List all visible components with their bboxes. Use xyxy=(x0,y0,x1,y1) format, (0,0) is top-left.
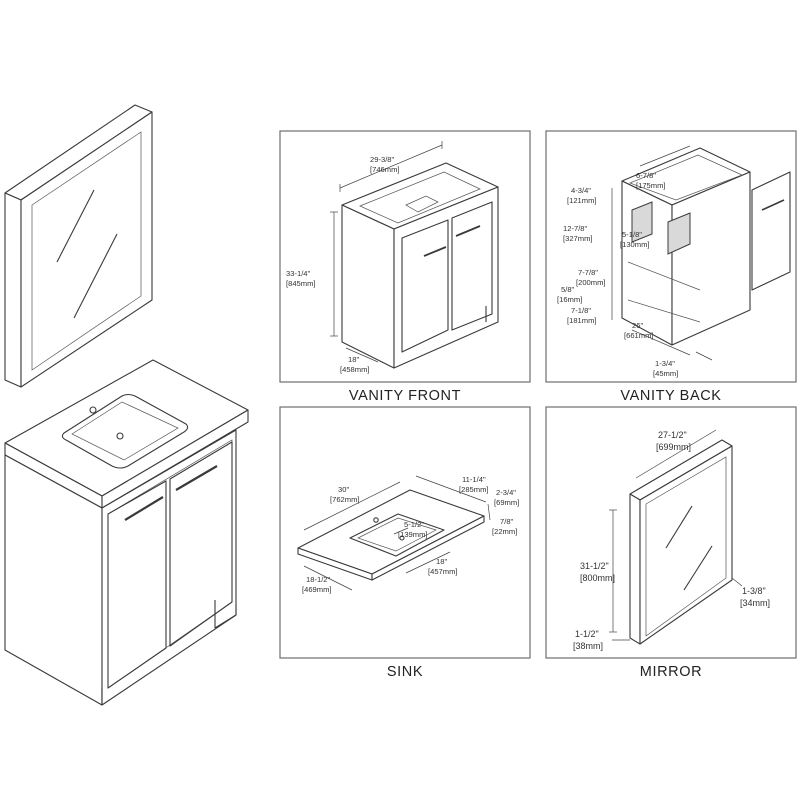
sink-depth-in: 11-1/4" xyxy=(462,475,486,484)
vanity-front-title: VANITY FRONT xyxy=(349,388,461,404)
vanity-illustration xyxy=(4,359,249,706)
vanity-back-panel: 6-7/8" [175mm] 4-3/4" [121mm] 12-7/8" [3… xyxy=(545,130,797,404)
vb-d2-in: 4-3/4" xyxy=(571,186,591,195)
sink-edge-mm: [69mm] xyxy=(494,498,519,507)
vanity-front-panel: 29-3/8" [746mm] 33-1/4" [845mm] 18" [458… xyxy=(279,130,531,404)
sink-bowl-w-in: 18" xyxy=(436,557,447,566)
vb-d4-mm: [130mm] xyxy=(620,240,650,249)
mirror-bottom-in: 1-1/2" xyxy=(575,629,599,639)
vf-width-in: 29-3/8" xyxy=(370,155,395,164)
vb-d2-mm: [121mm] xyxy=(567,196,597,205)
mirror-width-mm: [699mm] xyxy=(656,442,691,452)
vf-height-mm: [845mm] xyxy=(286,279,316,288)
sink-total-d-in: 18-1/2" xyxy=(306,575,331,584)
vb-d9-in: 1-3/4" xyxy=(655,359,675,368)
vb-d8-in: 26" xyxy=(632,321,643,330)
sink-panel: 30" [762mm] 11-1/4" [285mm] 2-3/4" [69mm… xyxy=(279,406,531,680)
sink-depth-mm: [285mm] xyxy=(459,485,489,494)
mirror-illustration xyxy=(4,104,153,388)
vb-d5-mm: [200mm] xyxy=(576,278,606,287)
sink-bowl-d-in: 5-1/2" xyxy=(404,520,424,529)
vb-d6-in: 5/8" xyxy=(561,285,575,294)
vf-depth-mm: [458mm] xyxy=(340,365,370,374)
sink-width-mm: [762mm] xyxy=(330,495,360,504)
vb-d1-in: 6-7/8" xyxy=(636,171,656,180)
sink-bowl-w-mm: [457mm] xyxy=(428,567,458,576)
sink-edge-in: 2-3/4" xyxy=(496,488,516,497)
mirror-bottom-mm: [38mm] xyxy=(573,641,603,651)
sink-width-in: 30" xyxy=(338,485,349,494)
mirror-height-mm: [800mm] xyxy=(580,573,615,583)
mirror-depth-in: 1-3/8" xyxy=(742,586,766,596)
sink-bowl-d-mm: [139mm] xyxy=(398,530,428,539)
vb-d7-mm: [181mm] xyxy=(567,316,597,325)
sink-thick-in: 7/8" xyxy=(500,517,514,526)
vanity-back-title: VANITY BACK xyxy=(620,388,721,404)
vb-d1-mm: [175mm] xyxy=(636,181,666,190)
mirror-title: MIRROR xyxy=(640,664,702,680)
vb-d7-in: 7-1/8" xyxy=(571,306,591,315)
vb-d3-in: 12-7/8" xyxy=(563,224,588,233)
vf-depth-in: 18" xyxy=(348,355,359,364)
sink-total-d-mm: [469mm] xyxy=(302,585,332,594)
vb-d6-mm: [16mm] xyxy=(557,295,582,304)
vb-d8-mm: [661mm] xyxy=(624,331,654,340)
sink-title: SINK xyxy=(387,664,423,680)
mirror-height-in: 31-1/2" xyxy=(580,561,609,571)
vb-d3-mm: [327mm] xyxy=(563,234,593,243)
vf-width-mm: [746mm] xyxy=(370,165,400,174)
mirror-depth-mm: [34mm] xyxy=(740,598,770,608)
vb-d5-in: 7-7/8" xyxy=(578,268,598,277)
vb-d9-mm: [45mm] xyxy=(653,369,678,378)
mirror-width-in: 27-1/2" xyxy=(658,430,687,440)
vf-height-in: 33-1/4" xyxy=(286,269,311,278)
mirror-panel: 27-1/2" [699mm] 31-1/2" [800mm] 1-3/8" [… xyxy=(545,406,797,680)
vb-d4-in: 5-1/8" xyxy=(622,230,642,239)
sink-thick-mm: [22mm] xyxy=(492,527,517,536)
